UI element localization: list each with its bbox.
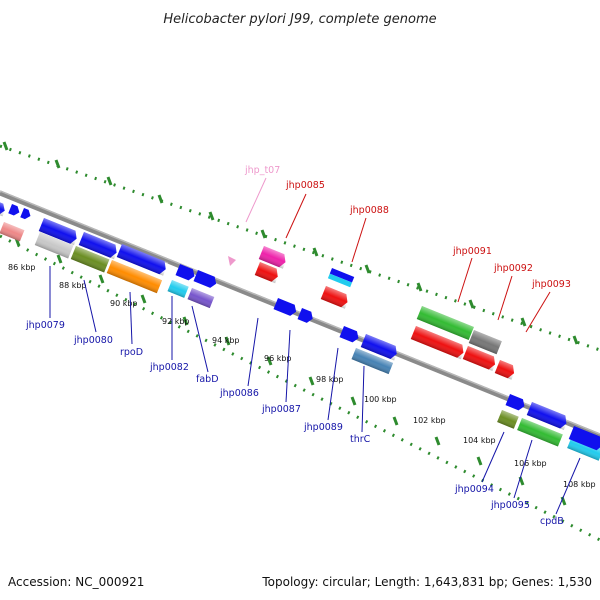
accession-text: Accession: NC_000921 <box>8 575 144 589</box>
genome-backbone-highlight <box>0 190 600 435</box>
tick-label-106: 106 kbp <box>514 459 547 468</box>
gene-label-jhp0089[interactable]: jhp0089 <box>303 422 343 433</box>
gene-label-jhp0088[interactable]: jhp0088 <box>349 205 389 216</box>
scale-labels: 86 kbp 88 kbp 90 kbp 92 kbp 94 kbp 96 kb… <box>8 263 596 489</box>
gene-label-jhp0079[interactable]: jhp0079 <box>25 320 65 331</box>
tick-label-92: 92 kbp <box>162 317 190 326</box>
tick-label-86: 86 kbp <box>8 263 36 272</box>
leader-lines <box>49 177 581 515</box>
gene-label-jhp0092[interactable]: jhp0092 <box>493 263 533 274</box>
tick-label-88: 88 kbp <box>59 281 87 290</box>
gene-label-jhp0082[interactable]: jhp0082 <box>149 362 189 373</box>
tick-label-108: 108 kbp <box>563 480 596 489</box>
gene-label-jhp0080[interactable]: jhp0080 <box>73 335 113 346</box>
gene-label-jhp0094[interactable]: jhp0094 <box>454 484 494 495</box>
map-title: Helicobacter pylori J99, complete genome <box>163 12 436 27</box>
inner-dotted-ring <box>0 234 600 542</box>
summary-text: Topology: circular; Length: 1,643,831 bp… <box>261 575 592 589</box>
tick-label-98: 98 kbp <box>316 375 344 384</box>
gene-features <box>0 200 600 461</box>
gene-label-jhp-t07[interactable]: jhp_t07 <box>244 165 280 176</box>
tick-label-100: 100 kbp <box>364 395 397 404</box>
gene-label-jhp0093[interactable]: jhp0093 <box>531 279 571 290</box>
tick-label-90: 90 kbp <box>110 299 138 308</box>
gene-label-cpdb[interactable]: cpdB <box>540 516 564 527</box>
tick-label-104: 104 kbp <box>463 436 496 445</box>
gene-label-jhp0086[interactable]: jhp0086 <box>219 388 259 399</box>
gene-labels-below: jhp0079 jhp0080 rpoD jhp0082 fabD jhp008… <box>25 320 564 527</box>
gene-label-jhp0095[interactable]: jhp0095 <box>490 500 530 511</box>
gene-label-rpod[interactable]: rpoD <box>120 347 143 358</box>
ring-ticks <box>2 141 579 506</box>
gene-label-fabd[interactable]: fabD <box>196 374 219 385</box>
tick-label-96: 96 kbp <box>264 354 292 363</box>
trna-marker <box>228 256 236 266</box>
tick-label-94: 94 kbp <box>212 336 240 345</box>
gene-label-jhp0091[interactable]: jhp0091 <box>452 246 492 257</box>
gene-label-jhp0085[interactable]: jhp0085 <box>285 180 325 191</box>
gene-labels-above: jhp_t07 jhp0085 jhp0088 jhp0091 jhp0092 … <box>244 165 571 290</box>
tick-label-102: 102 kbp <box>413 416 446 425</box>
gene-label-jhp0087[interactable]: jhp0087 <box>261 404 301 415</box>
gene-label-thrc[interactable]: thrC <box>350 434 371 445</box>
